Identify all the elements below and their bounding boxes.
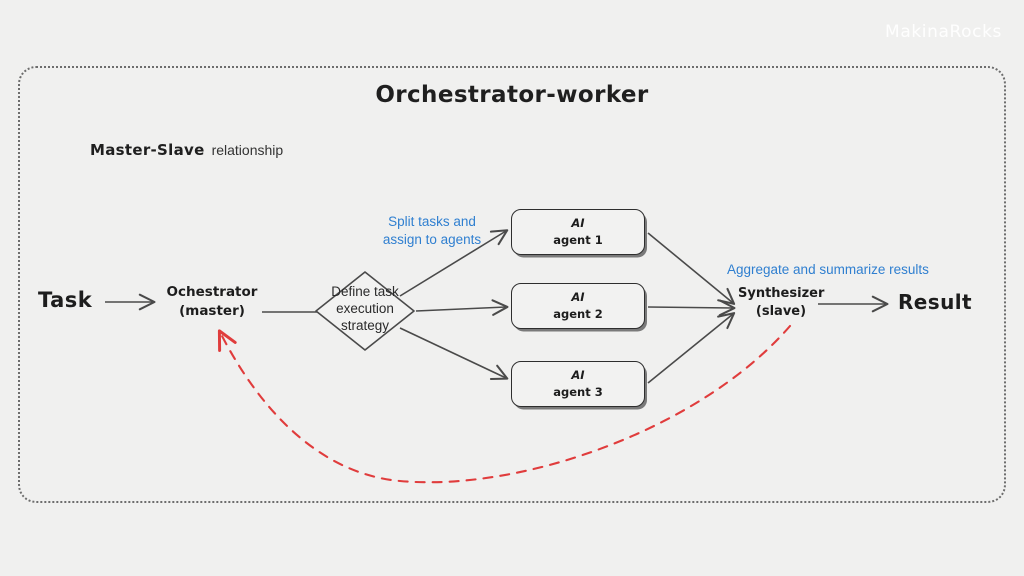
agent-box-3: AI agent 3 bbox=[511, 361, 645, 407]
agent-3-line-1: AI bbox=[571, 368, 585, 383]
synthesizer-line-2: (slave) bbox=[755, 304, 807, 320]
agent-box-2: AI agent 2 bbox=[511, 283, 645, 329]
synthesizer-line-1: Synthesizer bbox=[738, 286, 825, 301]
node-orchestrator-label: Ochestrator (master) bbox=[160, 283, 264, 321]
decision-line-2: execution bbox=[336, 301, 394, 316]
agent-2-line-2: agent 2 bbox=[553, 307, 603, 321]
connector-agent-3-to-synthesizer bbox=[647, 312, 736, 384]
connector-decision-to-agent-3 bbox=[399, 327, 509, 381]
decision-line-3: strategy bbox=[340, 318, 390, 333]
connector-agent-1-to-synthesizer bbox=[647, 232, 736, 305]
connector-decision-to-agent-2 bbox=[415, 299, 509, 316]
decision-diamond-label: Define task execution strategy bbox=[316, 283, 414, 334]
node-synthesizer-label: Synthesizer (slave) bbox=[738, 285, 824, 322]
makinarocks-logo: MakinaRocks bbox=[885, 22, 1002, 42]
agent-1-line-2: agent 1 bbox=[553, 233, 603, 247]
diagram-dotted-frame bbox=[18, 66, 1006, 503]
master-slave-caption: Master-Slave relationship bbox=[90, 141, 283, 159]
orchestrator-line-2: (master) bbox=[179, 303, 245, 320]
master-slave-term: Master-Slave bbox=[90, 141, 205, 159]
diagram-title: Orchestrator-worker bbox=[375, 82, 649, 108]
decision-diamond bbox=[315, 271, 415, 351]
connector-agent-2-to-synthesizer bbox=[647, 299, 736, 317]
agent-box-1: AI agent 1 bbox=[511, 209, 645, 255]
annotation-aggregate-results: Aggregate and summarize results bbox=[727, 262, 929, 277]
master-slave-suffix: relationship bbox=[211, 142, 284, 158]
connector-decision-to-agent-1 bbox=[399, 229, 509, 297]
agent-2-line-1: AI bbox=[571, 290, 585, 305]
node-task-label: Task bbox=[38, 288, 93, 312]
agent-1-line-1: AI bbox=[571, 216, 585, 231]
feedback-loop-arrow bbox=[217, 324, 792, 484]
agent-3-line-2: agent 3 bbox=[553, 385, 603, 399]
decision-line-1: Define task bbox=[331, 284, 399, 299]
node-result-label: Result bbox=[898, 290, 972, 314]
orchestrator-line-1: Ochestrator bbox=[166, 284, 258, 300]
annotation-split-tasks: Split tasks and assign to agents bbox=[382, 214, 482, 248]
